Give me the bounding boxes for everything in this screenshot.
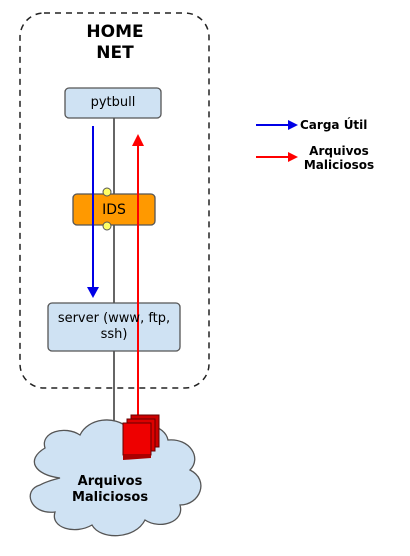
legend-payload-arrowhead [288, 120, 298, 130]
legend-malicious-arrowhead [288, 152, 298, 162]
legend-malicious-label-line1: Arquivos [309, 144, 369, 158]
internet-cloud [29, 419, 202, 537]
home-net-title-line2: NET [96, 43, 134, 63]
home-net-title: HOME NET [60, 22, 170, 64]
server-label-line2: ssh) [100, 327, 128, 342]
legend-malicious-label-line2: Maliciosos [303, 158, 375, 172]
home-net-title-line1: HOME [86, 22, 144, 42]
cloud-label-line1: Arquivos [77, 474, 143, 489]
legend-payload-label: Carga Útil [300, 118, 368, 132]
server-label-line1: server (www, ftp, [57, 311, 171, 326]
pytbull-node [64, 87, 162, 119]
cloud-label-line2: Maliciosos [71, 490, 149, 505]
pytbull-label: pytbull [90, 95, 136, 110]
ids-connector-bottom [102, 221, 112, 231]
ids-connector-top [102, 187, 112, 197]
server-label: server (www, ftp, ssh) [48, 311, 180, 343]
legend-malicious-label: Arquivos Maliciosos [296, 144, 382, 172]
ids-label: IDS [102, 202, 126, 218]
malicious-arrowhead [132, 134, 144, 146]
cloud-label: Arquivos Maliciosos [52, 474, 168, 506]
home-net-boundary [19, 12, 210, 389]
server-node [47, 302, 181, 352]
malicious-files-icon [122, 414, 160, 460]
payload-arrowhead [87, 287, 99, 298]
